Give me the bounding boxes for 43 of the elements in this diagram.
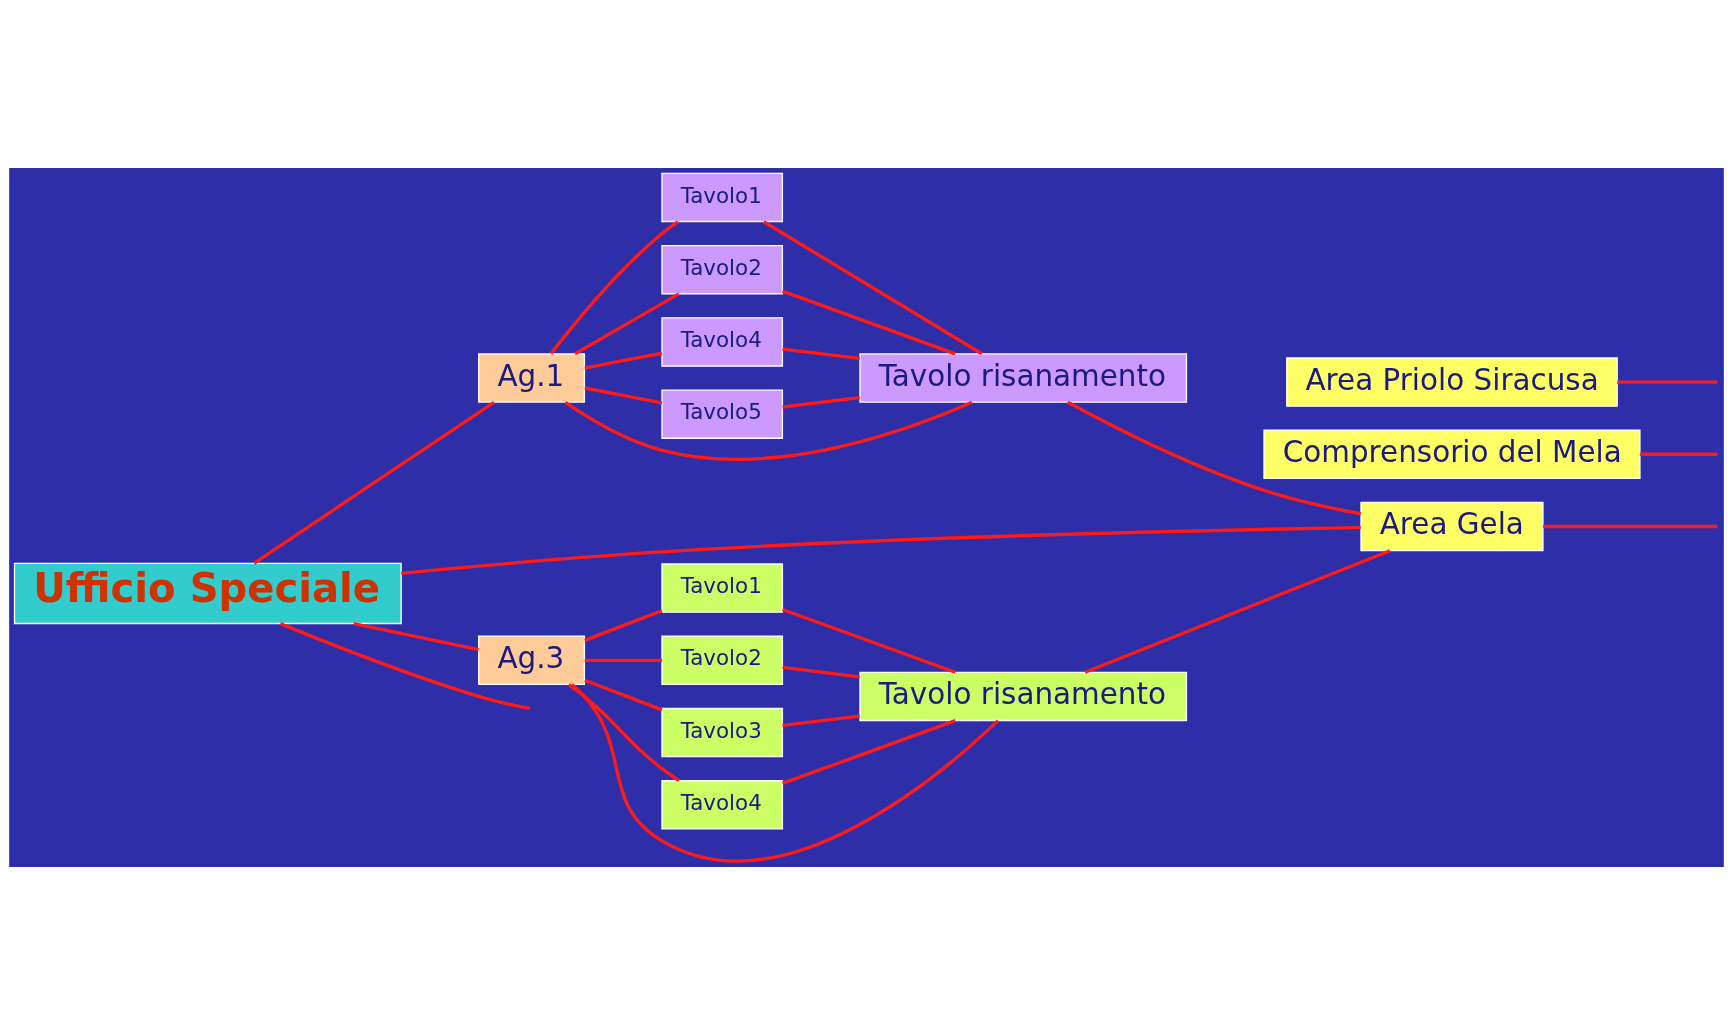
connector [1543,524,1718,529]
node-box: Tavolo1 [661,563,784,613]
node-box: Tavolo2 [661,635,784,686]
connector [584,658,662,662]
connector [564,400,973,461]
node-box: Ag.3 [478,635,586,686]
connector [781,607,956,674]
node-box: Tavolo5 [661,389,784,439]
connector [781,719,956,785]
node-box: Tavolo risanamento [859,353,1188,403]
node-box: Tavolo4 [661,317,784,367]
connector [401,526,1361,575]
connector [279,622,531,711]
connector [584,678,663,712]
node-box: Tavolo1 [661,172,784,223]
connector [549,220,679,355]
node-box: Ufficio Speciale [13,562,402,625]
connector [782,665,860,679]
connector [1067,400,1362,516]
connector [1617,380,1718,384]
node-box: Tavolo2 [661,244,784,295]
node-box: Tavolo4 [661,780,784,830]
node-box: Area Gela [1360,501,1544,552]
connector [353,621,479,652]
connector [567,683,680,782]
connector [253,400,495,565]
connector [584,386,663,405]
node-box: Ag.1 [478,353,586,403]
connector [570,683,1000,863]
connector [782,396,860,409]
node-box: Comprensorio del Mela [1263,429,1641,480]
connector [1084,549,1391,674]
connector [762,220,983,356]
connector [781,289,956,356]
connector [574,292,680,356]
node-box: Tavolo3 [661,707,784,758]
connector [584,351,663,370]
connector [1640,452,1718,456]
connector [782,347,860,361]
node-box: Area Priolo Siracusa [1286,357,1618,407]
node-box: Tavolo risanamento [859,671,1188,722]
connector [782,714,860,728]
connector [584,609,663,642]
